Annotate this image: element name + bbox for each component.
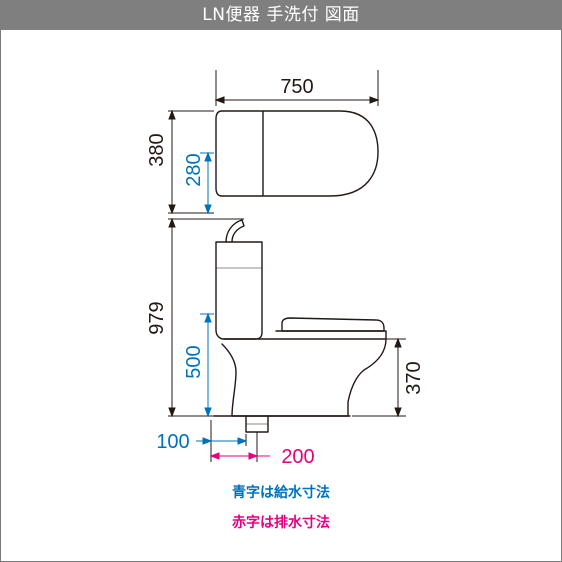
dim-tank-height: 380: [146, 133, 168, 166]
side-view-seat: [281, 317, 385, 332]
dim-tank-supply: 280: [183, 153, 205, 186]
drain-legend: 赤字は排水寸法: [232, 515, 330, 531]
dim-supply-height: 500: [183, 345, 205, 378]
dim-total-height: 979: [146, 301, 168, 334]
dim-drain-offset: 200: [281, 446, 314, 468]
side-view-tank: [215, 241, 263, 340]
top-view-outline: [215, 110, 379, 197]
dim-tank-width: 750: [280, 76, 313, 98]
faucet-spout: [225, 219, 245, 243]
dim-seat-height: 370: [403, 361, 425, 394]
page-title: LN便器 手洗付 図面: [0, 0, 562, 30]
supply-legend: 青字は給水寸法: [232, 485, 330, 501]
side-view-bowl: [221, 338, 387, 417]
dim-supply-offset: 100: [156, 431, 189, 453]
